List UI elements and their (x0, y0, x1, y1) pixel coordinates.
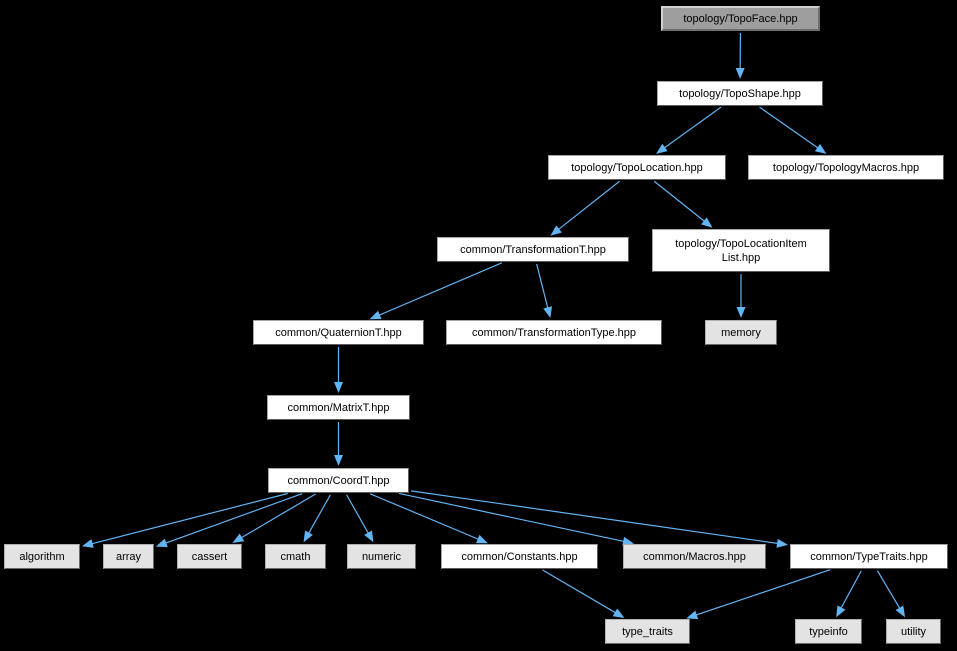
arrowhead-coord-t-to-numeric (364, 530, 374, 543)
edge-typetraits-hpp-to-type-traits (694, 569, 831, 617)
node-label: array (115, 550, 142, 563)
arrowhead-coord-t-to-typetraits-hpp (776, 538, 789, 548)
arrowhead-constants-hpp-to-type-traits (612, 608, 625, 618)
node-topo-location[interactable]: topology/TopoLocation.hpp (548, 155, 726, 180)
node-typeinfo[interactable]: typeinfo (795, 619, 862, 644)
node-label: common/TransformationType.hpp (471, 326, 637, 339)
node-label: algorithm (19, 550, 65, 563)
node-label: cassert (191, 550, 228, 563)
node-type-traits[interactable]: type_traits (605, 619, 690, 644)
arrowhead-transformation-t-to-transformation-type (543, 306, 553, 319)
arrowhead-topo-location-to-topo-location-item-list (701, 217, 713, 228)
edge-topo-location-to-transformation-t (557, 180, 620, 231)
arrowhead-coord-t-to-array (155, 538, 168, 548)
node-array[interactable]: array (103, 544, 154, 569)
node-label: common/MatrixT.hpp (287, 401, 390, 414)
node-label: topology/TopoLocation.hpp (571, 161, 703, 174)
arrowhead-quaternion-t-to-matrix-t (334, 382, 343, 393)
arrowhead-topo-shape-to-topology-macros (814, 143, 827, 154)
arrowhead-topo-location-item-list-to-memory (736, 307, 746, 318)
node-macros-hpp[interactable]: common/Macros.hpp (623, 544, 766, 569)
node-topo-face[interactable]: topology/TopoFace.hpp (661, 6, 820, 31)
node-label: common/TransformationT.hpp (460, 243, 606, 256)
node-label: typeinfo (809, 625, 848, 638)
node-numeric[interactable]: numeric (347, 544, 416, 569)
node-label: List.hpp (721, 251, 761, 264)
node-label: common/CoordT.hpp (287, 474, 390, 487)
edge-coord-t-to-cassert (239, 493, 316, 539)
node-label: topology/TopoShape.hpp (679, 87, 801, 100)
node-matrix-t[interactable]: common/MatrixT.hpp (267, 395, 410, 420)
node-transformation-type[interactable]: common/TransformationType.hpp (446, 320, 662, 345)
edge-typetraits-hpp-to-typeinfo (839, 570, 862, 610)
node-label: common/Constants.hpp (461, 550, 578, 563)
edge-coord-t-to-algorithm (90, 492, 288, 545)
edge-coord-t-to-typetraits-hpp (410, 490, 780, 545)
node-label: cmath (280, 550, 311, 563)
node-label: topology/TopoLocationItem (675, 237, 807, 250)
arrowhead-typetraits-hpp-to-utility (895, 605, 906, 618)
arrowhead-typetraits-hpp-to-type-traits (686, 610, 699, 620)
edge-transformation-t-to-quaternion-t (377, 262, 503, 317)
edge-typetraits-hpp-to-utility (876, 570, 901, 610)
arrowhead-coord-t-to-cmath (303, 530, 313, 543)
arrowhead-coord-t-to-algorithm (81, 539, 94, 548)
edge-coord-t-to-cmath (307, 494, 331, 535)
node-cmath[interactable]: cmath (265, 544, 326, 569)
node-cassert[interactable]: cassert (177, 544, 242, 569)
edge-coord-t-to-macros-hpp (398, 492, 626, 543)
arrowhead-coord-t-to-cassert (232, 533, 245, 543)
edge-transformation-t-to-transformation-type (536, 263, 549, 310)
node-label: common/QuaternionT.hpp (275, 326, 402, 339)
node-label: common/TypeTraits.hpp (810, 550, 928, 563)
edge-topo-shape-to-topology-macros (759, 106, 820, 150)
node-algorithm[interactable]: algorithm (4, 544, 80, 569)
edge-topo-shape-to-topo-location (662, 106, 722, 150)
edge-coord-t-to-array (164, 493, 303, 545)
node-topo-shape[interactable]: topology/TopoShape.hpp (657, 81, 823, 106)
node-topology-macros[interactable]: topology/TopologyMacros.hpp (748, 155, 944, 180)
arrowhead-typetraits-hpp-to-typeinfo (836, 605, 846, 618)
edge-coord-t-to-constants-hpp (369, 493, 480, 541)
arrowhead-coord-t-to-macros-hpp (622, 536, 634, 546)
node-label: common/Macros.hpp (643, 550, 746, 563)
node-coord-t[interactable]: common/CoordT.hpp (268, 468, 409, 493)
arrowhead-matrix-t-to-coord-t (334, 455, 343, 466)
edge-topo-location-to-topo-location-item-list (653, 180, 706, 223)
arrowhead-topo-shape-to-topo-location (656, 143, 668, 154)
node-utility[interactable]: utility (886, 619, 941, 644)
edge-coord-t-to-numeric (346, 494, 370, 535)
arrowhead-topo-face-to-topo-shape (735, 67, 745, 80)
arrowhead-coord-t-to-constants-hpp (476, 534, 488, 544)
node-label: memory (721, 326, 761, 339)
node-label: topology/TopologyMacros.hpp (772, 161, 920, 174)
arrowhead-transformation-t-to-quaternion-t (369, 310, 382, 320)
arrowhead-topo-location-to-transformation-t (550, 225, 562, 236)
node-label: numeric (361, 550, 402, 563)
node-label: topology/TopoFace.hpp (683, 12, 798, 25)
node-memory[interactable]: memory (705, 320, 777, 345)
edge-constants-hpp-to-type-traits (542, 569, 617, 614)
node-transformation-t[interactable]: common/TransformationT.hpp (437, 237, 629, 262)
node-label: utility (900, 625, 927, 638)
node-quaternion-t[interactable]: common/QuaternionT.hpp (253, 320, 424, 345)
node-typetraits-hpp[interactable]: common/TypeTraits.hpp (790, 544, 948, 569)
node-constants-hpp[interactable]: common/Constants.hpp (441, 544, 598, 569)
node-label: type_traits (622, 625, 673, 638)
